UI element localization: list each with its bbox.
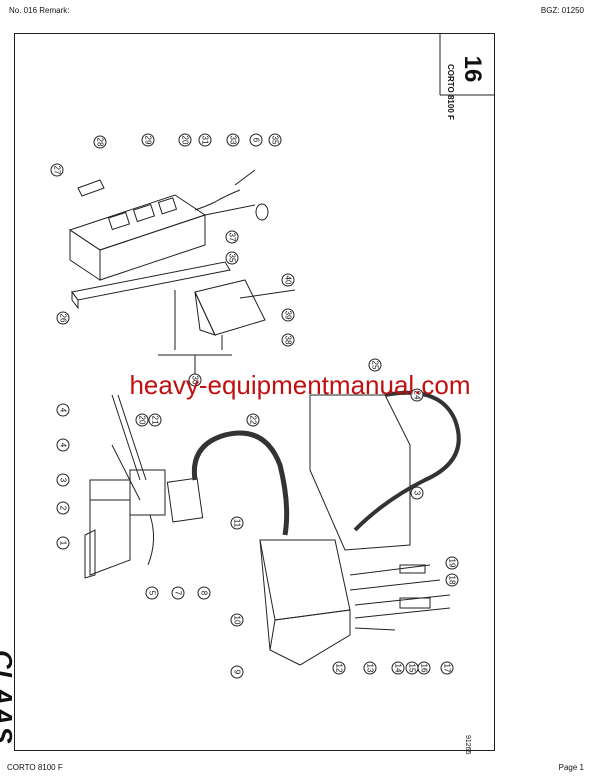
callout-number: 12 bbox=[335, 664, 344, 673]
callout-number: 18 bbox=[448, 576, 457, 585]
callout-number: 3 bbox=[59, 478, 68, 483]
callout-number: 6 bbox=[252, 138, 261, 143]
callout-number: 27 bbox=[53, 166, 62, 175]
callout-number: 3 bbox=[413, 491, 422, 496]
callout-number: 33 bbox=[229, 136, 238, 145]
callout-number: 1 bbox=[59, 541, 68, 546]
callout-number: 8 bbox=[200, 591, 209, 596]
callout-number: 10 bbox=[233, 616, 242, 625]
callout-number: 35 bbox=[228, 254, 237, 263]
callout-number: 22 bbox=[249, 416, 258, 425]
footer-right: Page 1 bbox=[558, 763, 584, 772]
callout-number: 21 bbox=[151, 416, 160, 425]
callout-number: 28 bbox=[96, 138, 105, 147]
callout-number: 40 bbox=[284, 276, 293, 285]
callout-number: 13 bbox=[366, 664, 375, 673]
callout-number: 5 bbox=[148, 591, 157, 596]
watermark: heavy-equipmentmanual.com bbox=[129, 370, 471, 400]
callout-number: 38 bbox=[284, 336, 293, 345]
callout-number: 4 bbox=[59, 443, 68, 448]
callout-number: 2 bbox=[59, 506, 68, 511]
callout-number: 31 bbox=[201, 136, 210, 145]
callout-number: 24 bbox=[413, 391, 422, 400]
callout-number: 35 bbox=[271, 136, 280, 145]
callout-number: 37 bbox=[228, 233, 237, 242]
callout-number: 4 bbox=[59, 408, 68, 413]
callout-number: 26 bbox=[59, 314, 68, 323]
footer-left: CORTO 8100 F bbox=[7, 763, 63, 772]
callout-number: 9 bbox=[233, 670, 242, 675]
drawing-frame bbox=[14, 33, 495, 751]
callout-number: 29 bbox=[144, 136, 153, 145]
callout-number: 16 bbox=[420, 664, 429, 673]
callout-number: 7 bbox=[174, 591, 183, 596]
callout-number: 20 bbox=[138, 416, 147, 425]
callout-number: 19 bbox=[448, 559, 457, 568]
callout-number: 14 bbox=[394, 664, 403, 673]
callout-number: 17 bbox=[443, 664, 452, 673]
callout-number: 25 bbox=[371, 361, 380, 370]
callout-number: 30 bbox=[191, 376, 200, 385]
callout-number: 11 bbox=[233, 519, 242, 528]
callout-number: 20 bbox=[181, 136, 190, 145]
callout-number: 39 bbox=[284, 311, 293, 320]
lower-assembly bbox=[84, 390, 461, 666]
upper-assembly bbox=[68, 169, 296, 378]
callout-number: 15 bbox=[408, 664, 417, 673]
header-right: BGZ: 01250 bbox=[540, 6, 584, 15]
header-left: No. 016 Remark: bbox=[9, 6, 70, 15]
